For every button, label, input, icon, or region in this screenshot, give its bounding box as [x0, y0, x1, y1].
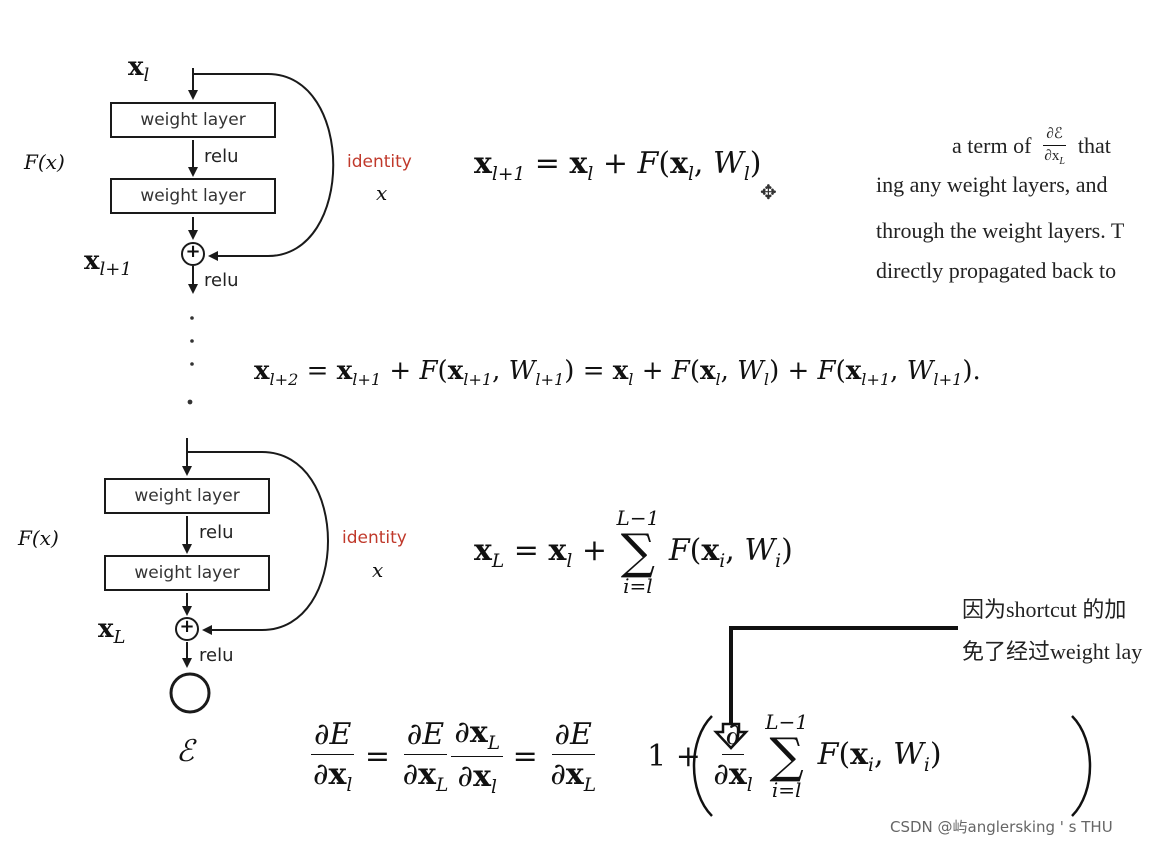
block1-weight-layer-1: weight layer [110, 102, 276, 138]
block1-identity-label: identity [347, 152, 412, 172]
block1-input-label: xl [128, 52, 150, 87]
block2-plus-icon: + [179, 616, 195, 637]
block2-weight-layer-2: weight layer [104, 555, 270, 591]
block2-relu-mid: relu [199, 522, 234, 543]
block2-lines [169, 438, 329, 714]
block2-weight-layer-1: weight layer [104, 478, 270, 514]
equation-4: ∂E∂xl = ∂E∂xL ∂xL∂xl = ∂E∂xL 1 + ∂∂xl L−… [310, 712, 942, 800]
eq3-sum-lower: i=l [623, 574, 653, 598]
paper-text-line4: directly propagated back to [876, 258, 1117, 283]
block2-output-label: xL [98, 614, 126, 649]
block2-relu-out: relu [199, 645, 234, 666]
chinese-note-line1: 因为shortcut 的加 [962, 597, 1127, 622]
chinese-note-line2: 免了经过weight lay [962, 639, 1143, 664]
big-parentheses [692, 715, 1092, 817]
block2-identity-x: x [372, 558, 384, 582]
equation-1: xl+1 = xl + F(xl, Wl) [474, 146, 762, 185]
continuation-dots [187, 316, 194, 405]
eq4-sum-lower: i=l [771, 778, 802, 802]
block1-relu-out: relu [204, 270, 239, 291]
paper-text-line3: through the weight layers. T [876, 218, 1125, 243]
shortcut-annotation-arrow [713, 626, 958, 750]
block1-lines [181, 68, 335, 294]
block2-identity-label: identity [342, 528, 407, 548]
block1-output-label: xl+1 [84, 246, 132, 281]
equation-3: xL = xl + L−1 ∑ i=l F(xi, Wi) [474, 506, 793, 598]
move-cursor-icon: ✥ [760, 180, 777, 204]
block1-weight-layer-2: weight layer [110, 178, 276, 214]
equation-2: xl+2 = xl+1 + F(xl+1, Wl+1) = xl + F(xl,… [254, 356, 981, 390]
block2-fx-label: F(x) [18, 526, 59, 550]
block1-relu-mid: relu [204, 146, 239, 167]
block1-fx-label: F(x) [24, 150, 65, 174]
eq3-sum-upper: L−1 [616, 506, 660, 530]
block1-identity-x: x [376, 181, 388, 205]
paper-text-line1: a term of ∂ℰ ∂xL that [952, 126, 1111, 167]
watermark: CSDN @屿anglersking ' s THU [890, 818, 1113, 836]
paper-text-line2: ing any weight layers, and [876, 172, 1108, 197]
loss-label: ℰ [176, 734, 195, 769]
block1-plus-icon: + [185, 241, 201, 262]
eq4-sum-upper: L−1 [765, 710, 809, 734]
